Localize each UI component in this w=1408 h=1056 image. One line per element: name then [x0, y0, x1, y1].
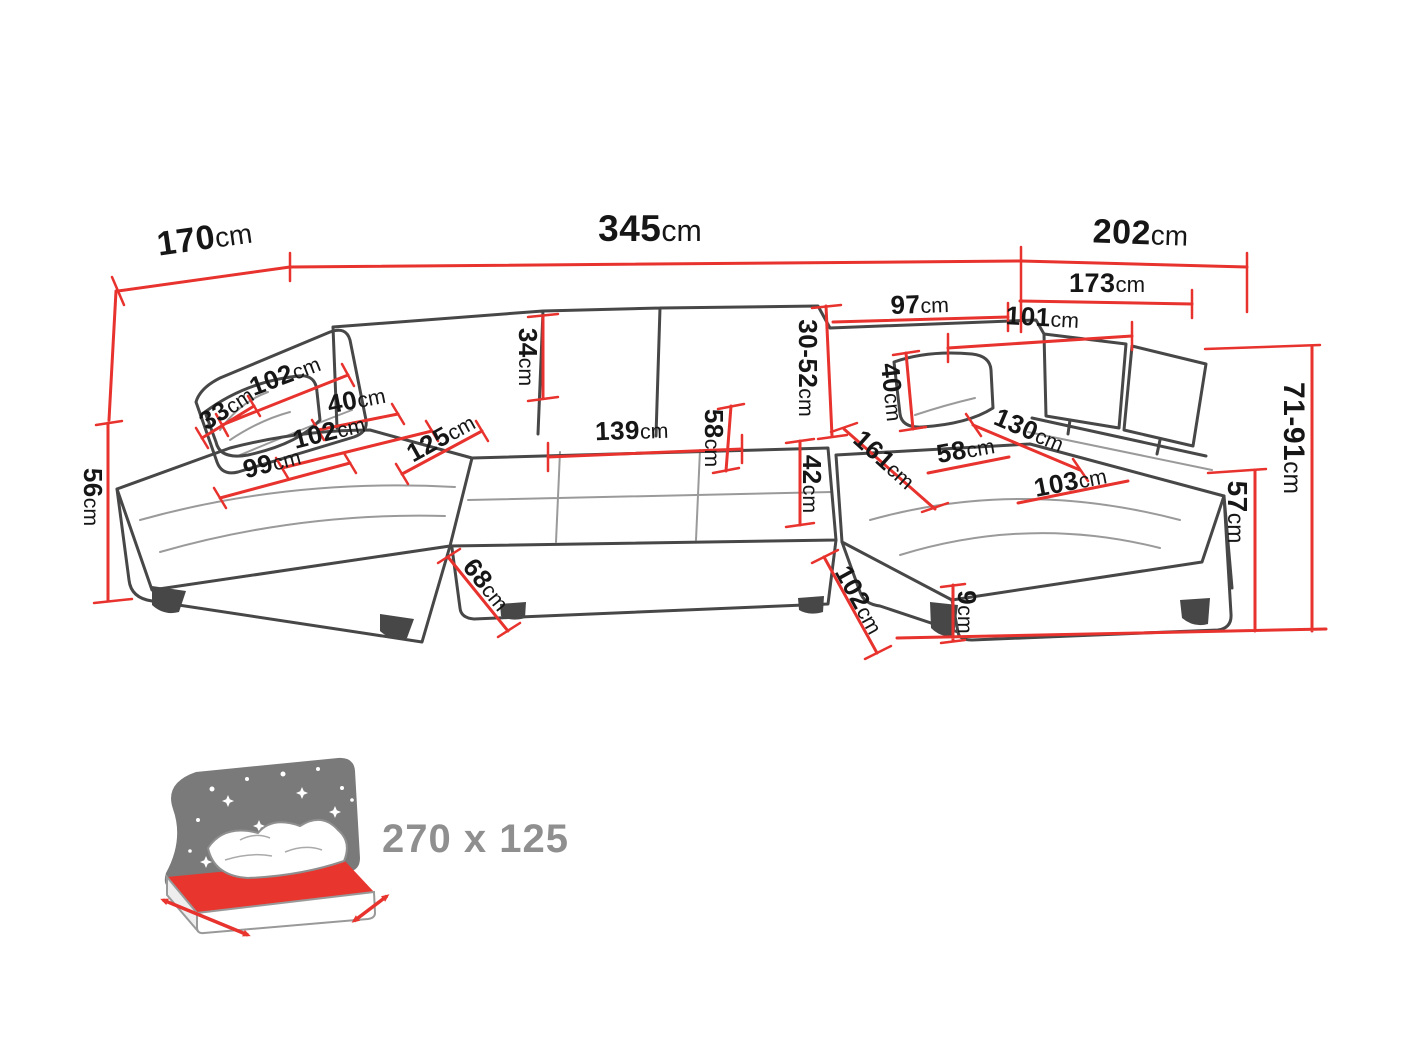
dim-chaise-right-length: 161cm — [848, 424, 923, 495]
dim-seat-left-length: 102cm — [290, 408, 368, 455]
dim-headrest-height: 30-52cm — [793, 319, 823, 416]
dim-front-depth-right: 102cm — [829, 560, 891, 639]
dim-seat-height: 56cm — [78, 468, 108, 526]
dim-chaise-left-length: 125cm — [401, 406, 480, 468]
dim-total-height: 71-91cm — [1277, 382, 1310, 494]
sofa-legs — [152, 586, 1210, 640]
headrest-base — [1030, 416, 1208, 458]
seat-left-chaise — [115, 428, 474, 592]
sofa-leg — [1180, 598, 1210, 626]
headrest-right-panel — [1122, 344, 1208, 448]
dim-leg-height: 9cm — [952, 590, 982, 633]
front-center — [450, 538, 838, 621]
sofa-leg — [930, 602, 958, 637]
dimension-ticks — [92, 245, 1322, 661]
pillow-left — [203, 374, 322, 458]
dim-backrest-height: 34cm — [513, 328, 543, 386]
dim-seat-depth-center: 58cm — [699, 409, 729, 467]
dim-right-depth: 202cm — [1092, 212, 1189, 253]
bedding-creases — [224, 834, 323, 861]
dim-cushion-left: 40cm — [325, 379, 388, 420]
dim-back-corner: 101cm — [1005, 300, 1080, 334]
bed-length-arrow — [351, 894, 390, 923]
bed-dimension-arrows — [160, 894, 390, 937]
dim-arm-top-length: 102cm — [245, 347, 324, 401]
dimension-line-set — [106, 259, 1328, 655]
sofa-leg — [500, 602, 526, 620]
dim-back-seat-width: 97cm — [890, 288, 949, 320]
sparkle-icon — [296, 787, 308, 799]
dim-front-height: 42cm — [797, 455, 827, 513]
sofa-leg — [380, 614, 414, 640]
sofa-leg — [152, 586, 186, 614]
sofa-leg — [798, 596, 824, 614]
dim-seat-front-left: 99cm — [240, 440, 304, 484]
sofa-seam-lines — [139, 391, 1213, 556]
dim-left-depth: 170cm — [155, 213, 255, 264]
dimension-lines — [106, 259, 1328, 655]
headrest-left-panel — [1042, 332, 1128, 430]
dim-seat-front-right: 103cm — [1031, 459, 1109, 502]
sparkle-icon — [200, 856, 212, 868]
bedding-blanket — [207, 819, 348, 879]
dim-seat-center: 139cm — [595, 414, 669, 447]
sparkle-icon — [253, 820, 265, 832]
dim-arm-height-right: 57cm — [1222, 481, 1253, 544]
sofa-backrest — [331, 304, 1046, 438]
dim-total-width: 345cm — [598, 208, 702, 249]
sleeping-function-icon: 270 x 125 — [160, 757, 569, 937]
dim-right-inner: 173cm — [1069, 268, 1145, 298]
sparkle-icon — [222, 795, 234, 807]
sleeping-size-label: 270 x 125 — [382, 817, 569, 861]
front-left-chaise — [115, 487, 452, 644]
sparkle-icon — [329, 806, 341, 818]
dimension-tick-set — [92, 245, 1322, 661]
bed-width-arrow — [160, 898, 251, 937]
dim-cushion-right: 40cm — [875, 361, 911, 422]
dim-seat-depth-right: 58cm — [934, 429, 997, 469]
